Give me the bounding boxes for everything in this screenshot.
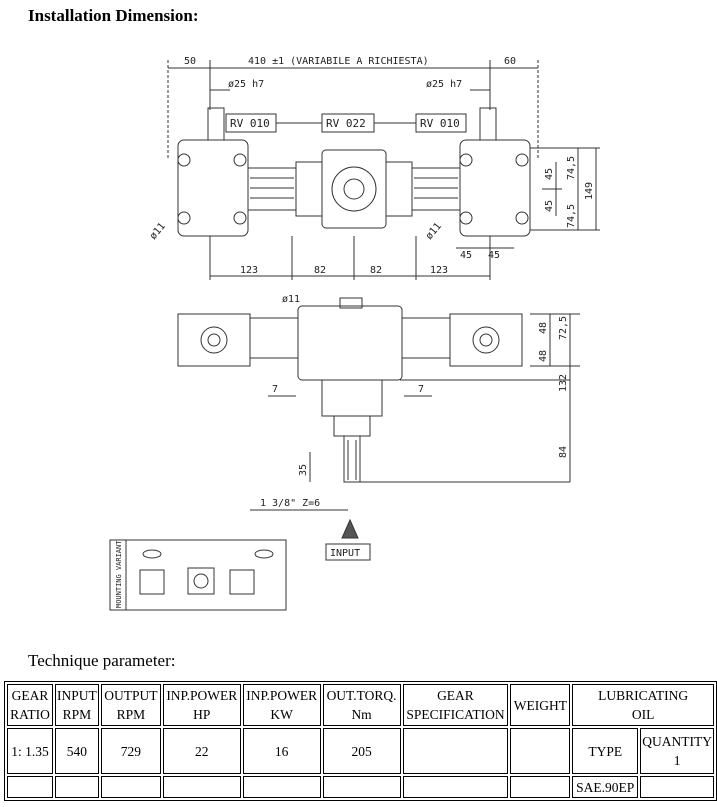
dim-front-725: 72,5 xyxy=(558,316,569,340)
installation-drawing: 50 410 ±1 (VARIABILE A RICHIESTA) 60 ø25… xyxy=(109,56,600,611)
page-heading: Installation Dimension: xyxy=(28,6,199,25)
dim-right-745b: 74,5 xyxy=(566,204,577,228)
header-out-torq: OUT.TORQ.Nm xyxy=(322,684,401,726)
cell-empty xyxy=(54,776,99,798)
dim-plan-82b: 82 xyxy=(370,265,382,276)
input-label: INPUT xyxy=(330,548,360,559)
cell-empty xyxy=(162,776,241,798)
hole-right: ø11 xyxy=(424,221,444,242)
dim-right-149: 149 xyxy=(584,182,595,200)
dim-right-45b: 45 xyxy=(544,200,555,212)
dim-front-48b: 48 xyxy=(538,350,549,362)
hole-left: ø11 xyxy=(148,221,168,242)
dim-shaft-left: ø25 h7 xyxy=(228,79,264,90)
dim-plan-82a: 82 xyxy=(314,265,326,276)
dim-plan-123a: 123 xyxy=(240,265,258,276)
dim-front-35: 35 xyxy=(298,464,309,476)
mounting-variant-label: MOUNTING VARIANT xyxy=(115,540,123,608)
cell-inp-power-hp: 22 xyxy=(162,728,241,774)
dim-front-132: 132 xyxy=(558,374,569,392)
spline-label: 1 3/8" Z=6 xyxy=(260,498,320,509)
dim-front-7a: 7 xyxy=(272,384,278,395)
dim-left-offset: 50 xyxy=(184,56,196,67)
cell-out-torq: 205 xyxy=(322,728,401,774)
dim-shaft-right: ø25 h7 xyxy=(426,79,462,90)
cell-input-rpm: 540 xyxy=(54,728,99,774)
dim-front-84: 84 xyxy=(558,446,569,458)
cell-weight xyxy=(510,728,571,774)
cell-empty xyxy=(322,776,401,798)
dim-front-7b: 7 xyxy=(418,384,424,395)
cell-output-rpm: 729 xyxy=(100,728,161,774)
cell-gear-ratio: 1: 1.35 xyxy=(7,728,53,774)
table-row: SAE.90EP xyxy=(7,776,714,798)
dim-plan-45a: 45 xyxy=(460,250,472,261)
cell-empty xyxy=(100,776,161,798)
dim-plan-45b: 45 xyxy=(488,250,500,261)
cell-oil-type: SAE.90EP xyxy=(572,776,639,798)
dim-plan-123b: 123 xyxy=(430,265,448,276)
dim-span: 410 ±1 (VARIABILE A RICHIESTA) xyxy=(248,56,429,67)
cell-gear-spec xyxy=(402,728,509,774)
label-center-box: RV 022 xyxy=(326,117,366,130)
cell-inp-power-kw: 16 xyxy=(242,728,321,774)
dim-front-48a: 48 xyxy=(538,322,549,334)
cell-empty xyxy=(7,776,53,798)
label-left-box: RV 010 xyxy=(230,117,270,130)
cell-empty xyxy=(242,776,321,798)
cell-oil-type-label: TYPE xyxy=(572,728,639,774)
dim-right-offset: 60 xyxy=(504,56,516,67)
label-right-box: RV 010 xyxy=(420,117,460,130)
technique-parameter-heading: Technique parameter: xyxy=(28,651,176,670)
cell-empty xyxy=(402,776,509,798)
header-weight: WEIGHT xyxy=(510,684,571,726)
cell-empty xyxy=(510,776,571,798)
cell-empty xyxy=(640,776,714,798)
dim-right-45a: 45 xyxy=(544,168,555,180)
hole-bottom: ø11 xyxy=(282,294,300,305)
dim-right-745a: 74,5 xyxy=(566,156,577,180)
